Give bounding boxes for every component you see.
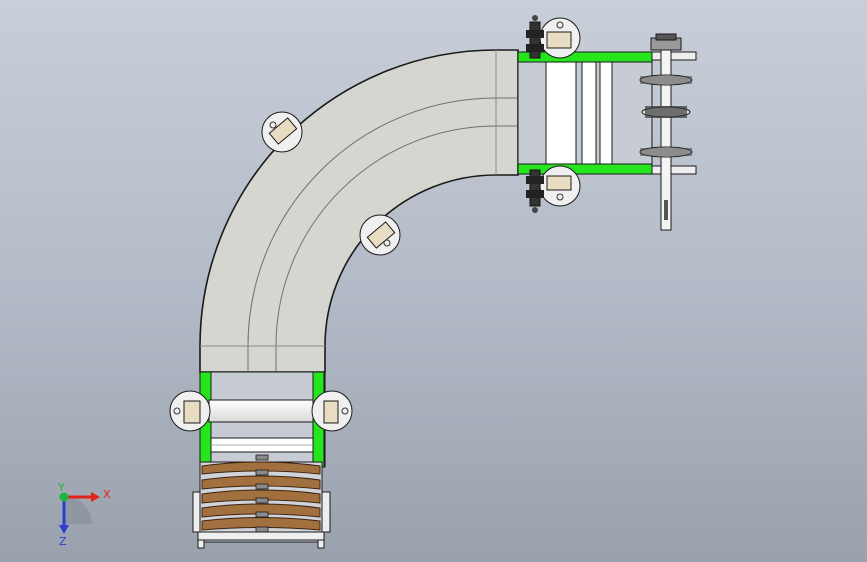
x-axis-arrowhead — [91, 492, 100, 502]
right-top-bearing — [539, 17, 581, 59]
right-frame — [517, 51, 697, 175]
y-axis-label: Y — [57, 481, 65, 494]
z-axis-arrowhead — [59, 525, 69, 534]
curve-outer-bearing — [261, 111, 303, 153]
axis-triad: X Y Z — [57, 481, 111, 548]
right-bottom-bearing — [539, 165, 581, 207]
y-axis-origin — [59, 492, 69, 502]
curved-belt — [199, 49, 519, 373]
bottom-right-bearing — [311, 390, 353, 432]
x-axis-label: X — [103, 488, 111, 501]
curve-inner-bearing — [359, 214, 401, 256]
tensioner-top — [526, 15, 544, 59]
bottom-left-bearing — [169, 390, 211, 432]
drive-shaft — [639, 33, 693, 231]
z-axis-label: Z — [59, 535, 67, 548]
chain-slats — [192, 454, 331, 549]
tensioner-bottom — [526, 169, 544, 213]
bottom-frame — [199, 371, 326, 468]
